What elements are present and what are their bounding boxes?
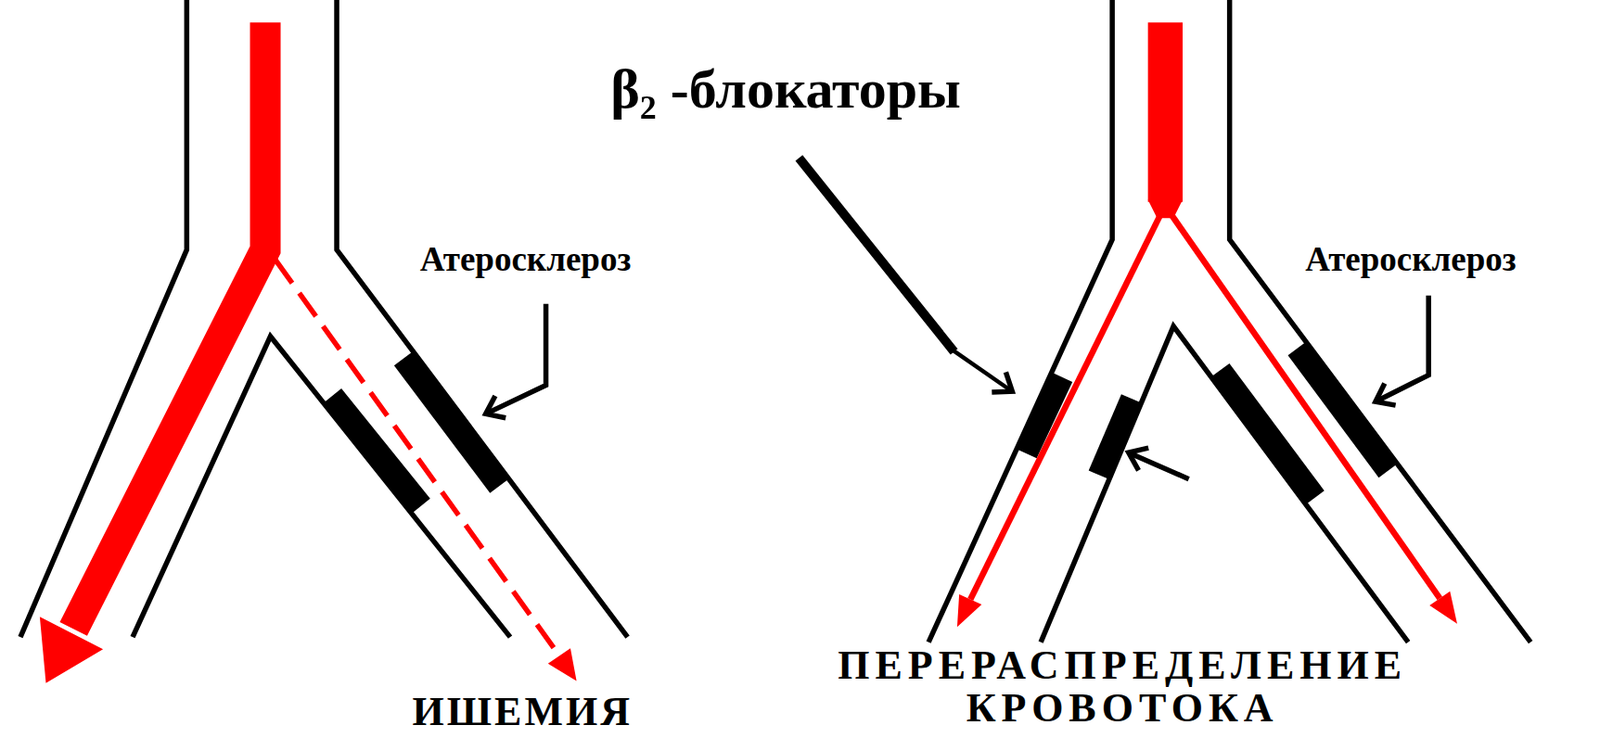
vessel-wall <box>20 0 628 638</box>
atherosclerotic-plaque <box>332 348 1389 506</box>
blood-flow <box>39 22 577 683</box>
pathology-label: Атеросклероз <box>340 242 712 279</box>
vessel-wall <box>928 0 1531 643</box>
pathology-label-box: Атеросклероз <box>340 242 712 279</box>
blood-flow <box>957 22 1458 628</box>
drug-label-box: β₂ -блокаторы <box>460 60 1111 119</box>
pathology-label: Атеросклероз <box>1225 242 1597 279</box>
leader-arrow <box>486 157 1430 479</box>
drug-label: β₂ -блокаторы <box>460 60 1111 119</box>
result-label: ИШЕМИЯ <box>336 691 708 734</box>
result-label-box: ИШЕМИЯ <box>336 691 708 734</box>
result-label-box: ПЕРЕРАСПРЕДЕЛЕНИЕ КРОВОТОКА <box>704 644 1540 730</box>
result-label: ПЕРЕРАСПРЕДЕЛЕНИЕ КРОВОТОКА <box>704 644 1540 730</box>
pathology-label-box: Атеросклероз <box>1225 242 1597 279</box>
